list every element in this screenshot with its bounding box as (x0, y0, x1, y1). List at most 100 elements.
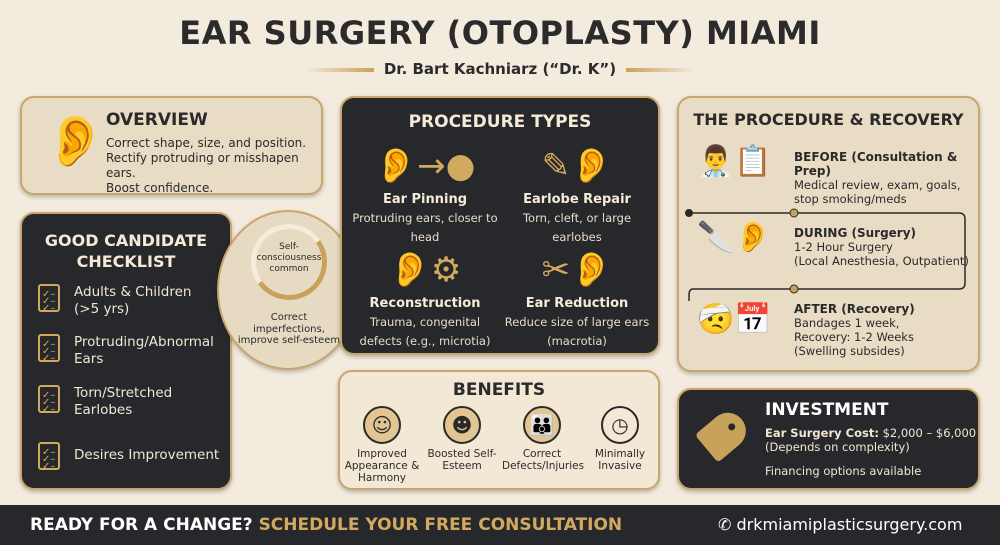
procedure-desc: Trauma, congenital defects (e.g., microt… (359, 315, 491, 348)
benefit-label: Correct Defects/Injuries (502, 448, 585, 472)
arrow-left-icon (626, 67, 697, 72)
benefit-item: ☺ Improved Appearance & Harmony (342, 406, 422, 484)
cost-value: $2,000 – $6,000 (882, 426, 977, 440)
overview-text: Correct shape, size, and position. Recti… (106, 136, 321, 196)
step-during: DURING (Surgery)1-2 Hour Surgery(Local A… (794, 226, 969, 268)
step-heading: BEFORE (Consultation & Prep) (794, 150, 958, 178)
recovery-title: THE PROCEDURE & RECOVERY (693, 110, 964, 129)
checklist-card: GOOD CANDIDATE CHECKLIST ✓–✓–✓– Adults & … (20, 212, 232, 490)
benefit-item: ◷ Minimally Invasive (580, 406, 660, 472)
investment-card: INVESTMENT Ear Surgery Cost: $2,000 – $6… (677, 388, 980, 490)
item-text: Desires Improvement (74, 447, 220, 463)
benefit-item: 👪 Correct Defects/Injuries (502, 406, 585, 472)
procedure-types-title: PROCEDURE TYPES (408, 112, 592, 132)
procedure-name: Reconstruction (369, 296, 481, 311)
checklist-title-line: GOOD CANDIDATE (44, 231, 208, 250)
cost-label: Ear Surgery Cost: (765, 426, 879, 440)
overview-line: Boost confidence. (106, 181, 214, 195)
footer-bar: READY FOR A CHANGE? SCHEDULE YOUR FREE C… (0, 505, 1000, 545)
item-text: Adults & Children (74, 284, 192, 300)
procedure-desc: Protruding ears, closer to head (352, 211, 498, 244)
step-line: Bandages 1 week, (794, 316, 900, 330)
benefit-label: Boosted Self-Esteem (427, 448, 497, 472)
page-title: EAR SURGERY (OTOPLASTY) MIAMI (179, 14, 821, 52)
clipboard-icon: ✓–✓–✓– (38, 334, 60, 364)
arrow-right-icon (303, 67, 374, 72)
overview-title: OVERVIEW (106, 110, 208, 130)
clipboard-icon: ✓–✓–✓– (38, 385, 60, 415)
step-heading: AFTER (Recovery) (794, 302, 915, 316)
phone-icon: ✆ (718, 515, 732, 534)
cost-note: (Depends on complexity) (765, 440, 910, 454)
checklist-item: ✓–✓–✓– Desires Improvement (38, 442, 220, 472)
circle-inner-text: Self-consciousness common (256, 242, 322, 274)
investment-cost: Ear Surgery Cost: $2,000 – $6,000(Depend… (765, 426, 976, 454)
overview-line: Rectify protruding or misshapen ears. (106, 151, 299, 180)
recovery-card: THE PROCEDURE & RECOVERY 👨‍⚕📋 BEFORE (Co… (677, 96, 980, 372)
procedure-desc: Torn, cleft, or large earlobes (522, 211, 632, 244)
ear-to-head-icon: 👂→● (374, 146, 476, 186)
benefit-item: ☻ Boosted Self-Esteem (422, 406, 502, 472)
step-after: AFTER (Recovery)Bandages 1 week,Recovery… (794, 302, 915, 358)
item-text: Earlobes (74, 402, 133, 418)
overview-card: 👂 OVERVIEW Correct shape, size, and posi… (20, 96, 323, 195)
item-text: Protruding/Abnormal (74, 334, 214, 350)
procedure-name: Ear Reduction (525, 296, 629, 311)
circle-outer-text: Correct imperfections, improve self-este… (237, 312, 341, 346)
checklist-title: GOOD CANDIDATE CHECKLIST (22, 230, 230, 272)
face-icon: ☺ (363, 406, 401, 444)
benefits-title: BENEFITS (452, 380, 546, 400)
step-line: stop smoking/meds (794, 192, 907, 206)
ear-gears-icon: 👂⚙ (388, 250, 462, 290)
bandaged-head-calendar-icon: 🤕📅 (697, 302, 772, 337)
subtitle: Dr. Bart Kachniarz (“Dr. K”) (0, 60, 1000, 78)
step-heading: DURING (Surgery) (794, 226, 917, 240)
procedure-name: Ear Pinning (382, 192, 468, 207)
benefits-card: BENEFITS ☺Improved Appearance & Harmony … (338, 370, 660, 490)
item-text: Torn/Stretched (74, 385, 173, 401)
website-text: drkmiamiplasticsurgery.com (736, 515, 963, 534)
doctor-name: Dr. Bart Kachniarz (“Dr. K”) (383, 60, 617, 78)
checklist-title-line: CHECKLIST (76, 252, 176, 271)
step-line: (Local Anesthesia, Outpatient) (794, 254, 969, 268)
cta-text[interactable]: READY FOR A CHANGE? SCHEDULE YOUR FREE C… (30, 515, 622, 535)
needle-ear-icon: ✎👂 (541, 146, 613, 186)
procedure-desc: Reduce size of large ears (macrotia) (504, 315, 650, 348)
investment-title: INVESTMENT (765, 400, 889, 420)
overview-line: Correct shape, size, and position. (106, 136, 307, 150)
financing-text: Financing options available (765, 464, 922, 478)
website-link[interactable]: ✆ drkmiamiplasticsurgery.com (718, 515, 962, 534)
step-before: BEFORE (Consultation & Prep)Medical revi… (794, 150, 978, 206)
checklist-item: ✓–✓–✓– Adults & Children(>5 yrs) (38, 284, 191, 318)
doctor-clipboard-icon: 👨‍⚕📋 (697, 144, 772, 179)
benefit-label: Minimally Invasive (594, 448, 646, 472)
benefit-label: Improved Appearance & Harmony (344, 448, 420, 484)
item-text: (>5 yrs) (74, 301, 130, 317)
cta-white: READY FOR A CHANGE? (30, 515, 253, 535)
step-line: 1-2 Hour Surgery (794, 240, 893, 254)
step-line: Medical review, exam, goals, (794, 178, 961, 192)
clipboard-icon: ✓–✓–✓– (38, 442, 60, 472)
timeline-connector (685, 208, 966, 301)
parent-child-icon: 👪 (523, 406, 561, 444)
scissors-ear-icon: ✂👂 (541, 250, 613, 290)
person-icon: ☻ (443, 406, 481, 444)
cta-gold: SCHEDULE YOUR FREE CONSULTATION (258, 515, 623, 535)
step-line: Recovery: 1-2 Weeks (794, 330, 914, 344)
self-esteem-circle: Self-consciousness common Correct imperf… (217, 210, 359, 370)
item-text: Ears (74, 351, 104, 367)
price-tag-icon (694, 405, 754, 463)
ear-icon: 👂 (44, 112, 107, 170)
scalpel-ear-icon: 🔪👂 (697, 220, 772, 255)
procedure-name: Earlobe Repair (523, 192, 631, 207)
clock-icon: ◷ (601, 406, 639, 444)
clipboard-icon: ✓–✓–✓– (38, 284, 60, 314)
step-line: (Swelling subsides) (794, 344, 905, 358)
